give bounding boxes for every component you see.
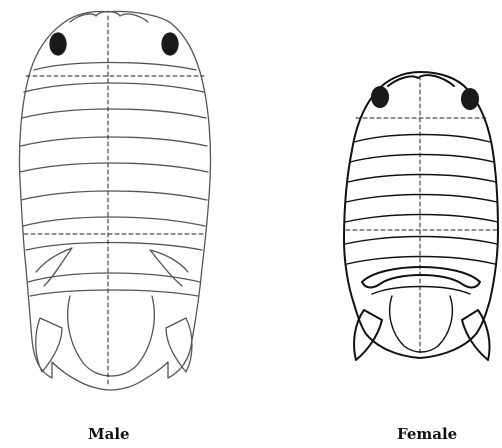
male-segment-7 xyxy=(26,243,202,251)
male-left-pleopod xyxy=(36,248,72,286)
male-segment-3 xyxy=(21,137,207,146)
male-right-eye xyxy=(162,33,178,55)
male-telson xyxy=(68,296,155,376)
female-telson xyxy=(390,296,453,352)
male-reference-lines xyxy=(24,16,206,386)
male-right-pleopod xyxy=(150,250,188,286)
female-segment-3 xyxy=(348,175,496,183)
male-segment-4 xyxy=(20,163,208,172)
male-left-eye xyxy=(50,33,66,55)
male-segment-1 xyxy=(24,83,204,92)
male-left-uropod xyxy=(36,318,62,372)
female-isopod xyxy=(344,72,498,360)
female-left-eye xyxy=(372,87,388,107)
female-segment-1 xyxy=(354,135,490,143)
male-cephalon-edge xyxy=(34,63,196,71)
male-body-outline xyxy=(19,12,210,391)
female-caption: Female xyxy=(397,425,457,443)
female-right-eye xyxy=(462,89,478,109)
male-segment-5 xyxy=(21,191,207,200)
male-pleon-line-2 xyxy=(30,290,198,296)
female-segment-5 xyxy=(345,215,498,223)
male-isopod xyxy=(19,12,210,391)
male-segment-6 xyxy=(23,217,205,226)
female-segment-2 xyxy=(350,155,494,163)
male-segment-2 xyxy=(22,109,206,118)
female-pleon-line xyxy=(372,287,470,295)
male-caption: Male xyxy=(88,425,130,443)
female-segment-6 xyxy=(345,237,497,245)
male-right-uropod xyxy=(166,318,192,372)
female-segment-4 xyxy=(346,195,497,203)
female-segment-7 xyxy=(347,257,495,265)
female-pleon-arch xyxy=(362,267,480,288)
